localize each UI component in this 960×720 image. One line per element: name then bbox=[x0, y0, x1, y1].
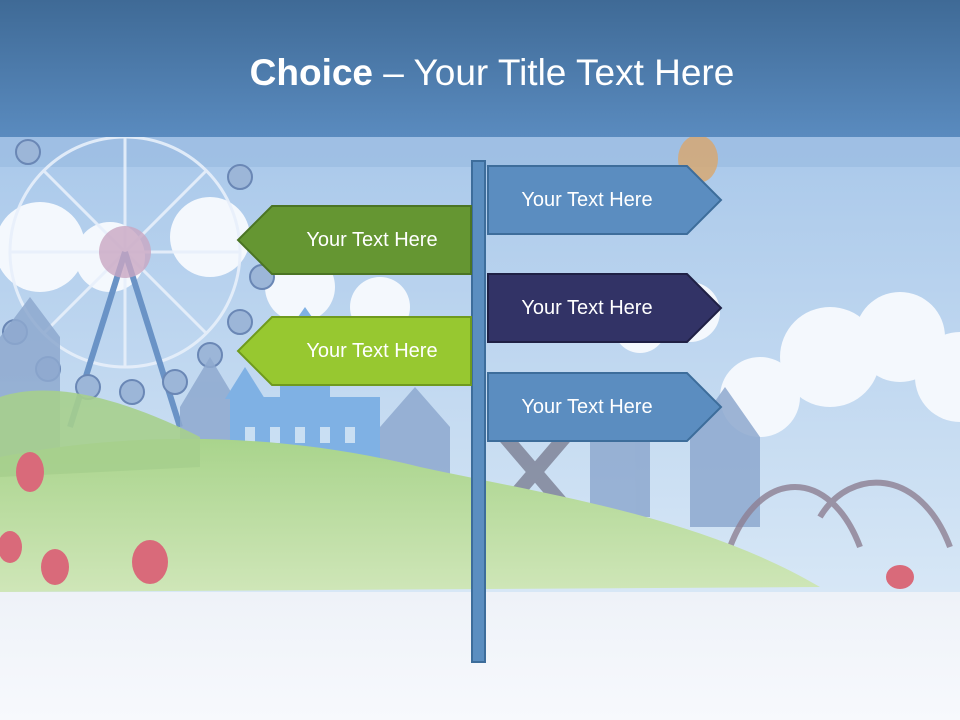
title-bar: Choice – Your Title Text Here bbox=[0, 0, 960, 137]
sign-right-top[interactable]: Your Text Here bbox=[487, 165, 723, 235]
sign-right-top-label: Your Text Here bbox=[521, 188, 653, 211]
sign-left-top-label: Your Text Here bbox=[306, 228, 438, 251]
sign-left-bottom-label: Your Text Here bbox=[306, 339, 438, 362]
title-bold: Choice bbox=[249, 52, 374, 93]
sign-right-bottom[interactable]: Your Text Here bbox=[487, 372, 723, 442]
sign-left-top[interactable]: Your Text Here bbox=[236, 205, 472, 275]
slide-title: Choice – Your Title Text Here bbox=[0, 52, 960, 94]
sign-right-bottom-label: Your Text Here bbox=[521, 395, 653, 418]
sign-right-middle[interactable]: Your Text Here bbox=[487, 273, 723, 343]
sign-right-middle-label: Your Text Here bbox=[521, 296, 653, 319]
signpost-pole bbox=[471, 160, 486, 663]
sign-left-bottom[interactable]: Your Text Here bbox=[236, 316, 472, 386]
title-rest: – Your Title Text Here bbox=[373, 52, 735, 93]
